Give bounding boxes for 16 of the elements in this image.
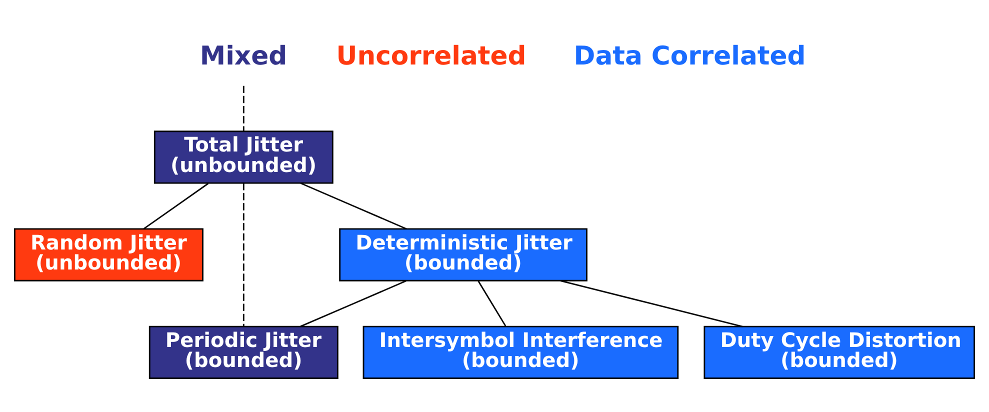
label: Data Correlated [574, 41, 806, 72]
node-text: Mixed [200, 41, 288, 72]
node-box: Duty Cycle Distortion (bounded) [704, 326, 976, 379]
node-box: Deterministic Jitter (bounded) [339, 228, 588, 282]
connector [300, 280, 406, 328]
label: Uncorrelated [336, 41, 526, 72]
node-box: Intersymbol Interference (bounded) [362, 326, 679, 379]
node-box: Total Jitter (unbounded) [154, 130, 334, 184]
connector [300, 182, 407, 230]
connector [242, 183, 244, 326]
connector [478, 280, 506, 326]
connector [560, 280, 743, 328]
node-box: Periodic Jitter (bounded) [148, 326, 338, 379]
connector [144, 182, 209, 230]
node-box: Random Jitter (unbounded) [14, 228, 204, 282]
connector [242, 86, 244, 131]
